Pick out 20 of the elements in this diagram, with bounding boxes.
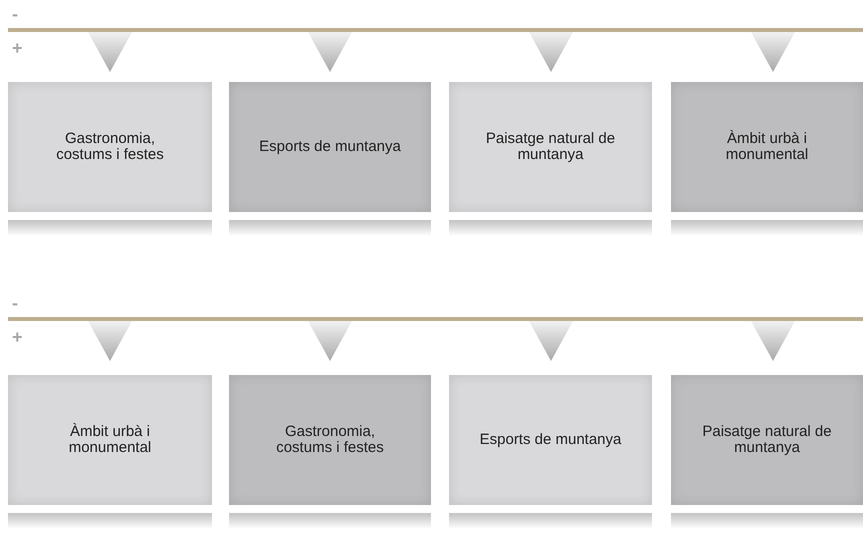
topic-label: Esports de muntanya [259,139,401,155]
topic-box [671,82,863,212]
topic-label: Paisatge natural de muntanya [484,131,616,163]
topic-label: Paisatge natural de muntanya [701,424,833,456]
topic-box [8,82,212,212]
topic-label: Esports de muntanya [480,432,622,448]
toggle-sign: - [12,293,18,313]
topic-box [449,82,652,212]
topic-box [449,375,652,505]
topic-label: Àmbit urbà i monumental [68,424,152,456]
topic-box [229,375,431,505]
toggle-sign: + [12,327,23,347]
topic-label: Àmbit urbà i monumental [724,131,810,163]
topic-box [8,375,212,505]
toggle-sign: - [12,4,18,24]
topic-label: Gastronomia, costums i festes [275,424,385,456]
toggle-sign: + [12,38,23,58]
topic-label: Gastronomia, costums i festes [55,131,165,163]
topic-box [229,82,431,212]
topic-box [671,375,863,505]
